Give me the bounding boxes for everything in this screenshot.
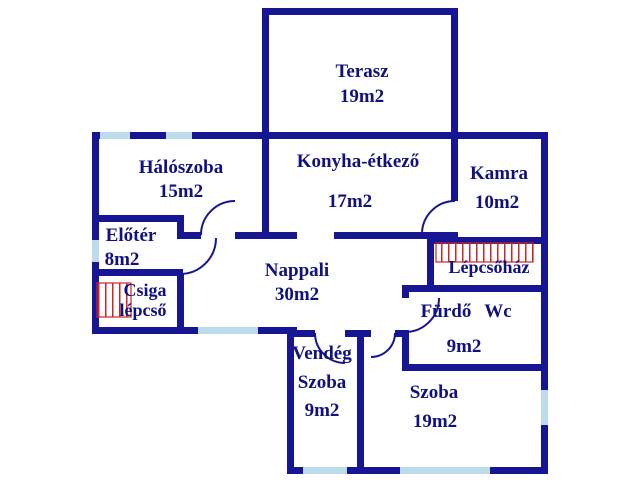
wall-house-right — [541, 132, 548, 474]
wall-terasz-top — [262, 8, 458, 15]
kamra-label: Kamra — [470, 163, 529, 184]
csiga-label-2: lépcső — [120, 300, 167, 320]
wall-konyha-right-upper — [451, 132, 458, 201]
wall-eloter-right-lower — [177, 274, 184, 334]
vendeg-label-2: Szoba — [298, 372, 347, 393]
furdo-door-arc — [404, 297, 440, 333]
szoba-label: Szoba — [410, 382, 459, 403]
wall-szoba-left — [357, 330, 364, 474]
wall-eloter-right-upper — [177, 215, 184, 239]
lepcsohaz-stairs — [435, 242, 534, 263]
furdo-area: 9m2 — [447, 336, 482, 357]
wall-terasz-right — [451, 8, 458, 139]
haloszoba-label: Hálószoba — [139, 157, 224, 178]
window-nappali-bottom — [198, 327, 258, 334]
stairs — [96, 242, 534, 318]
wall-szoba-top-stub — [395, 330, 409, 337]
terasz-area: 19m2 — [340, 86, 384, 107]
kamra-area: 10m2 — [475, 192, 519, 213]
window-szoba-bottom — [400, 467, 490, 474]
wall-furdo-bottom — [402, 364, 548, 371]
room-labels: Terasz 19m2 Hálószoba 15m2 Konyha-étkező… — [105, 61, 530, 432]
wall-eloter-bottom — [92, 269, 183, 276]
wall-konyha-left — [262, 132, 269, 239]
konyha-label: Konyha-étkező — [297, 151, 419, 172]
haloszoba-door-arc — [200, 200, 236, 236]
vendeg-area: 9m2 — [305, 400, 340, 421]
window-szoba-right — [541, 390, 548, 425]
furdo-wc-label: Wc — [484, 301, 511, 322]
wall-vendeg-top-left — [287, 330, 315, 337]
terasz-label: Terasz — [335, 61, 389, 82]
wall-kamra-bottom — [427, 237, 548, 244]
windows — [92, 132, 548, 474]
szoba-area: 19m2 — [413, 411, 457, 432]
wall-terasz-left — [262, 8, 269, 139]
wall-haloszoba-bottom — [92, 215, 183, 222]
wall-furdo-top — [402, 285, 548, 292]
vendeg-label-1: Vendég — [292, 343, 352, 364]
eloter-area: 8m2 — [105, 249, 140, 270]
haloszoba-area: 15m2 — [159, 181, 203, 202]
csiga-label-1: Csiga — [123, 280, 166, 300]
kamra-door-arc — [421, 200, 456, 235]
konyha-area: 17m2 — [328, 191, 372, 212]
wall-furdo-left-lower — [402, 332, 409, 371]
wall-left-bottom — [92, 327, 297, 334]
szoba-door-arc — [370, 332, 396, 358]
wall-lepcsohaz-left — [427, 237, 434, 292]
window-eloter-left — [92, 240, 99, 262]
lepcsohaz-label: Lépcsőház — [449, 257, 530, 277]
doors — [179, 200, 456, 364]
window-vendeg-bottom — [303, 467, 347, 474]
wall-nappali-top-stub-right — [235, 232, 297, 239]
furdo-label: Fürdő — [421, 301, 472, 322]
csiga-spiral-stairs — [96, 282, 132, 318]
eloter-door-arc — [179, 237, 217, 275]
nappali-label: Nappali — [265, 260, 329, 281]
wall-furdo-left-upper — [402, 285, 409, 298]
window-haloszoba-top-2 — [166, 132, 192, 139]
vendeg-door-arc — [314, 332, 346, 364]
wall-house-left — [92, 132, 99, 334]
wall-nappali-top-stub-left — [177, 232, 201, 239]
window-haloszoba-top-1 — [100, 132, 130, 139]
eloter-label: Előtér — [106, 225, 157, 246]
wall-vendeg-left — [287, 327, 294, 474]
wall-konyha-bottom — [334, 232, 458, 239]
wall-house-top — [92, 132, 548, 139]
nappali-area: 30m2 — [275, 284, 319, 305]
